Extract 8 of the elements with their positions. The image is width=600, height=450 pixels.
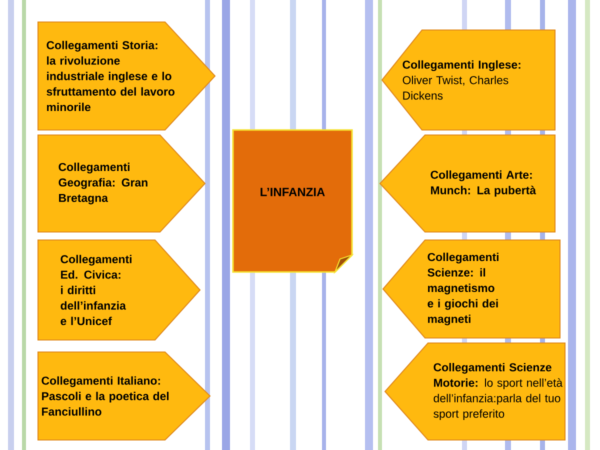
arrow-box: Collegamenti Italiano: Pascoli e la poetica del Fanciullino [37, 351, 211, 441]
arrow-box: Collegamenti Scienze: il magnetismo e i giochi dei magneti [382, 239, 561, 339]
arrow-box: Collegamenti Inglese: Oliver Twist, Charles Dickens [381, 29, 556, 131]
arrow-box: Collegamenti Geografia: Gran Bretagna [37, 134, 206, 233]
arrow-box: Collegamenti Scienze Motorie: lo sport nell’età dell’infanzia:parla del tuo sport preferito [384, 342, 566, 441]
arrow-box: Collegamenti Storia: la rivoluzione industriale inglese e lo sfruttamento del lavoro minorile [37, 21, 216, 131]
arrow-box: Collegamenti Arte: Munch: La pubertà [379, 134, 556, 233]
arrow-box: Collegamenti Ed. Civica: i diritti dell’infanzia e l’Unicef [37, 239, 201, 341]
